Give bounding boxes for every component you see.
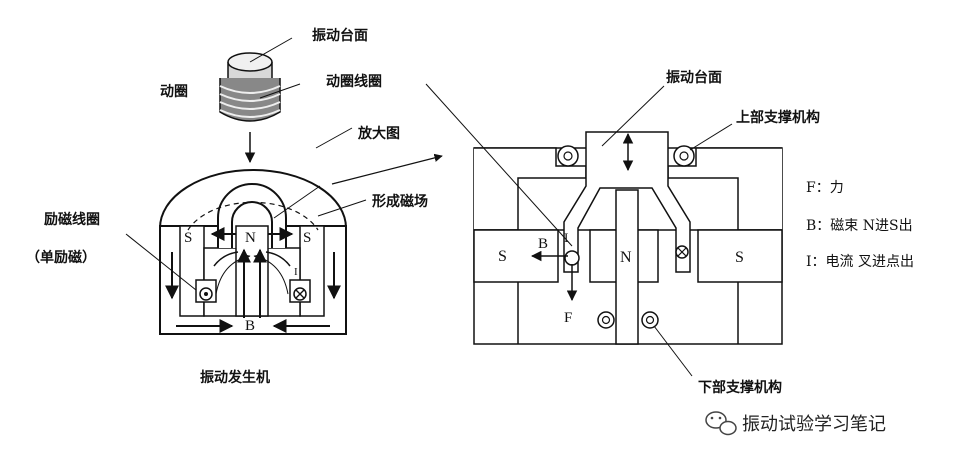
upper-support-leader <box>689 123 733 151</box>
generator-label: 振动发生机 <box>200 369 270 386</box>
magnetic-field-label: 形成磁场 <box>372 193 428 210</box>
n-pole-label: N <box>245 230 256 246</box>
coil-section-cross <box>675 245 689 259</box>
lower-support-leader <box>653 325 693 377</box>
right-s-pole-label: S <box>303 230 311 246</box>
moving-coil-illustration <box>219 37 301 122</box>
lower-support-label: 下部支撑机构 <box>698 379 782 396</box>
right-n-pole: N <box>620 249 632 266</box>
vibration-generator-body <box>159 169 347 335</box>
legend-flux: B：磁束 N进S出 <box>806 218 913 234</box>
moving-coil-label: 动圈 <box>160 83 188 100</box>
table-top-leader <box>601 85 665 147</box>
flux-b-label: B <box>245 318 255 334</box>
coil-section-dot <box>564 250 580 266</box>
magnified-view-label: 放大图 <box>357 125 400 142</box>
left-s-pole-label: S <box>184 230 192 246</box>
magnified-structure <box>473 131 783 345</box>
magnified-leader <box>315 127 353 149</box>
excitation-coil-leader <box>125 233 197 291</box>
single-excitation-label: （单励磁） <box>26 249 96 266</box>
magnify-arrow <box>331 153 443 185</box>
coil-winding-leader <box>273 185 321 219</box>
flux-arrows <box>165 227 341 333</box>
winding-section-leader <box>425 83 573 247</box>
upper-support-label: 上部支撑机构 <box>736 109 820 126</box>
right-table-top-label: 振动台面 <box>666 69 722 86</box>
right-i-label: I <box>564 230 568 245</box>
lower-support-rollers <box>597 311 659 329</box>
current-i-label: I <box>294 266 298 278</box>
right-f-label: F <box>564 310 572 326</box>
field-leader <box>317 199 367 217</box>
right-s-pole-left: S <box>498 248 507 265</box>
coil-winding-label: 动圈线圈 <box>326 73 382 90</box>
upper-support-rollers <box>557 145 695 167</box>
wechat-icon <box>705 411 737 436</box>
legend-force: F：力 <box>806 180 844 196</box>
dot-current-symbol <box>199 287 213 301</box>
excitation-coil-label: 励磁线圈 <box>44 211 100 228</box>
table-top-label: 振动台面 <box>312 27 368 44</box>
watermark-text: 振动试验学习笔记 <box>742 414 886 435</box>
right-s-pole-right: S <box>735 249 744 266</box>
right-b-label: B <box>538 236 548 252</box>
cross-current-symbol <box>293 287 307 301</box>
legend-current: I：电流 叉进点出 <box>806 254 914 270</box>
